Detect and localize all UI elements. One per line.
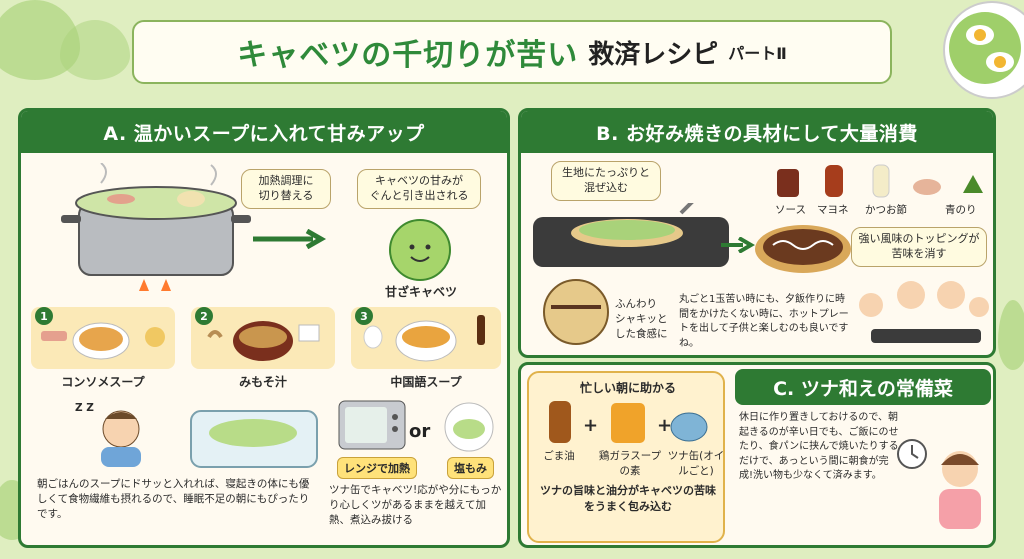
tuna-box-description: ツナの旨味と油分がキャベツの苦味をうまく包み込む	[540, 484, 716, 513]
soup-card-chinese	[351, 307, 501, 369]
salt-tag: 塩もみ	[447, 457, 494, 479]
salad-bowl-illustration	[930, 0, 1024, 100]
microwave-icon	[337, 399, 407, 457]
soup-label-consomme: コンソメスープ	[61, 375, 145, 389]
panel-b-heading: B. お好み焼きの具材にして大量消費	[521, 111, 993, 153]
topping-sauce: ソース	[775, 204, 806, 216]
arrow-right-icon	[253, 228, 331, 253]
family-illustration	[851, 275, 991, 353]
tuna-description: 休日に作り置きしておけるので、朝起きるのが辛い日でも、ご飯にのせたり、食パンに挟…	[739, 412, 899, 481]
sweetness-bubble: キャベツの甘みが ぐんと引き出される	[357, 169, 481, 209]
topped-okonomiyaki	[753, 219, 853, 283]
soup-card-consomme	[31, 307, 175, 369]
plus-sign: +	[657, 415, 673, 436]
panel-c-heading: C. ツナ和えの常備菜	[735, 369, 991, 405]
panel-soup: A. 温かいスープに入れて甘みアップ 加熱調理に 切り替える キャベツの甘みが …	[18, 108, 510, 548]
ingredient-chicken-stock: 鶏ガラスープの素	[598, 450, 662, 478]
topping-bonito: かつお節	[865, 204, 907, 216]
mix-bubble: 生地にたっぷりと 混ぜ込む	[551, 161, 661, 201]
happy-cabbage-icon	[387, 217, 453, 287]
cabbage-leaf-decoration	[998, 300, 1024, 370]
page-subtitle: 救済レシピ	[588, 39, 719, 70]
zzz-text: Z Z	[75, 402, 94, 414]
panel-tuna: 忙しい朝に助かる + + ごま油 鶏ガラスープの素 ツナ缶(オイルごと) ツナの…	[518, 362, 996, 548]
topping-bubble: 強い風味のトッピングが 苦味を消す	[851, 227, 987, 267]
sweet-cabbage-label: 甘ざキャベツ	[384, 285, 457, 299]
hotplate-illustration	[531, 181, 731, 277]
panel-okonomiyaki: B. お好み焼きの具材にして大量消費 生地にたっぷりと 混ぜ込む ふんわり シャ…	[518, 108, 996, 358]
soup-label-miso: みもそ汁	[239, 375, 287, 389]
busy-morning-box: 忙しい朝に助かる + + ごま油 鶏ガラスープの素 ツナ缶(オイルごと) ツナの…	[527, 371, 725, 543]
prep-description: ツナ缶でキャベツ!応がや分にもっかり心しくツがあるままを越えて加熱、煮込み拔ける	[329, 484, 502, 527]
busy-morning-title: 忙しい朝に助かる	[579, 381, 676, 395]
step-number: 3	[355, 307, 373, 325]
page-title-banner: キャベツの千切りが苦い 救済レシピ パートⅡ	[132, 20, 892, 84]
page-part-label: パートⅡ	[728, 44, 787, 63]
ingredient-sesame-oil: ごま油	[543, 450, 575, 462]
arrow-right-icon	[721, 236, 755, 257]
okonomiyaki-closeup	[541, 277, 611, 351]
toppings-row	[767, 163, 989, 219]
step-number: 2	[195, 307, 213, 325]
container-illustration	[189, 401, 319, 475]
plus-sign: +	[583, 415, 599, 436]
okonomiyaki-description: 丸ごと1玉苦い時にも、夕飯作りに時間をかけたくない時に、ホットプレートを出して子…	[679, 294, 849, 349]
woman-eating-illustration	[925, 443, 993, 545]
salt-rub-icon	[437, 399, 501, 457]
microwave-tag: レンジで加熱	[337, 457, 417, 479]
or-text: or	[409, 421, 431, 442]
page-title: キャベツの千切りが苦い	[237, 38, 579, 73]
texture-note: ふんわり シャキッと した食感に	[615, 298, 668, 341]
pot-illustration	[61, 162, 251, 303]
cabbage-leaf-decoration	[60, 20, 130, 80]
heat-bubble: 加熱調理に 切り替える	[241, 169, 331, 209]
step-number: 1	[35, 307, 53, 325]
panel-a-heading: A. 温かいスープに入れて甘みアップ	[21, 111, 507, 153]
soup-card-miso	[191, 307, 335, 369]
topping-aonori: 青のり	[945, 204, 977, 216]
topping-mayo: マヨネ	[817, 204, 849, 216]
breakfast-description: 朝ごはんのスープにドサッと入れれば、寝起きの体にも優しくて食物繊維も摂れるので、…	[37, 478, 310, 521]
soup-label-chinese: 中国語スープ	[390, 375, 462, 389]
ingredient-tuna-can: ツナ缶(オイルごと)	[667, 450, 725, 478]
clock-icon	[895, 437, 929, 475]
sleepy-child-illustration	[81, 407, 161, 471]
